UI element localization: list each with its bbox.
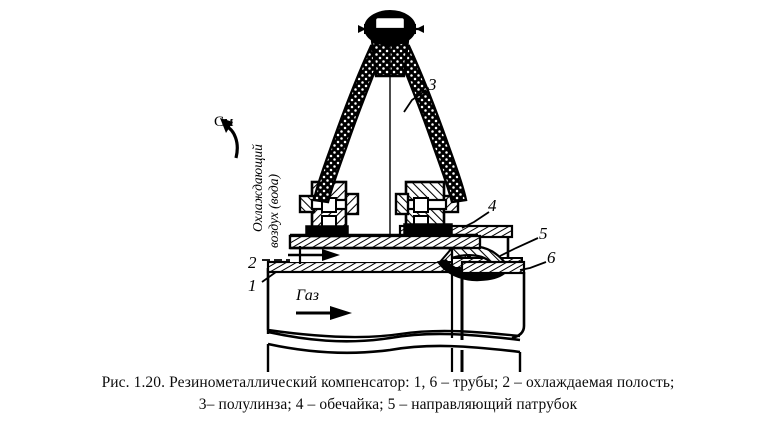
pipe-break-line-upper — [267, 330, 521, 343]
callout-label-6: 6 — [547, 248, 556, 267]
caption-line-2: 3– полулинза; 4 – обечайка; 5 – направля… — [198, 396, 578, 413]
right-flange-bore — [413, 197, 429, 213]
label-displacement-cm: См — [214, 114, 234, 130]
lower-pipe-assembly — [266, 262, 526, 372]
displacement-arrow-head — [220, 118, 233, 133]
top-clamp-rod-cap-right — [416, 25, 424, 33]
callout-leaders — [261, 89, 547, 283]
half-lens-bellows — [312, 38, 468, 236]
top-clamp-lug-right — [408, 24, 416, 34]
left-flange-nut — [344, 192, 360, 216]
leader-line-4 — [461, 211, 490, 229]
top-clamp-inner-slot — [373, 15, 407, 33]
pipe-6-flange-hatched — [460, 260, 526, 275]
half-lens-left-wall — [312, 44, 385, 204]
label-coolant-line-1: Охлаждающий — [250, 144, 265, 232]
pipe-6-body-outline — [511, 272, 526, 340]
leader-line-5 — [499, 237, 539, 257]
callout-label-5: 5 — [539, 224, 548, 243]
top-clamp-lug-left — [364, 24, 372, 34]
coolant-arrow-head — [322, 249, 340, 261]
pipe-break-line-lower — [267, 342, 521, 355]
half-lens-right-wall — [395, 44, 468, 204]
left-flange-rubber-lip — [305, 225, 349, 237]
cavity-lower-wall-hatched — [266, 260, 456, 274]
leader-line-1 — [261, 271, 290, 283]
leader-line-3 — [403, 89, 427, 113]
cover-plate-hatched-band — [288, 234, 482, 250]
leader-line-6 — [519, 261, 547, 271]
caption-line-1: Рис. 1.20. Резинометаллический компенсат… — [101, 374, 675, 391]
left-bolted-flange — [298, 180, 360, 238]
figure-caption: Рис. 1.20. Резинометаллический компенсат… — [0, 372, 776, 416]
label-gas-flow: Газ — [295, 287, 319, 304]
drawing-text-labels: См Охлаждающий воздух (вода) Газ 1 2 3 4… — [214, 75, 556, 304]
callout-label-2: 2 — [248, 253, 257, 272]
displacement-curve — [225, 124, 239, 159]
right-bolted-flange — [394, 180, 460, 237]
callout-label-1: 1 — [248, 276, 257, 295]
callout-label-3: 3 — [427, 75, 437, 94]
pipe-6-top-flange — [460, 260, 526, 275]
right-flange-nut — [394, 192, 410, 216]
top-clamp-rod-cap-left — [358, 25, 366, 33]
displacement-arrow — [220, 118, 239, 159]
top-clamp-head — [358, 10, 424, 46]
cavity-interior-gap — [290, 248, 450, 262]
callout-label-4: 4 — [488, 196, 497, 215]
gas-arrow-head — [330, 306, 352, 320]
label-coolant-line-2: воздух (вода) — [266, 173, 281, 248]
flow-arrows — [288, 246, 352, 320]
right-flange-rubber-lip — [403, 223, 453, 237]
